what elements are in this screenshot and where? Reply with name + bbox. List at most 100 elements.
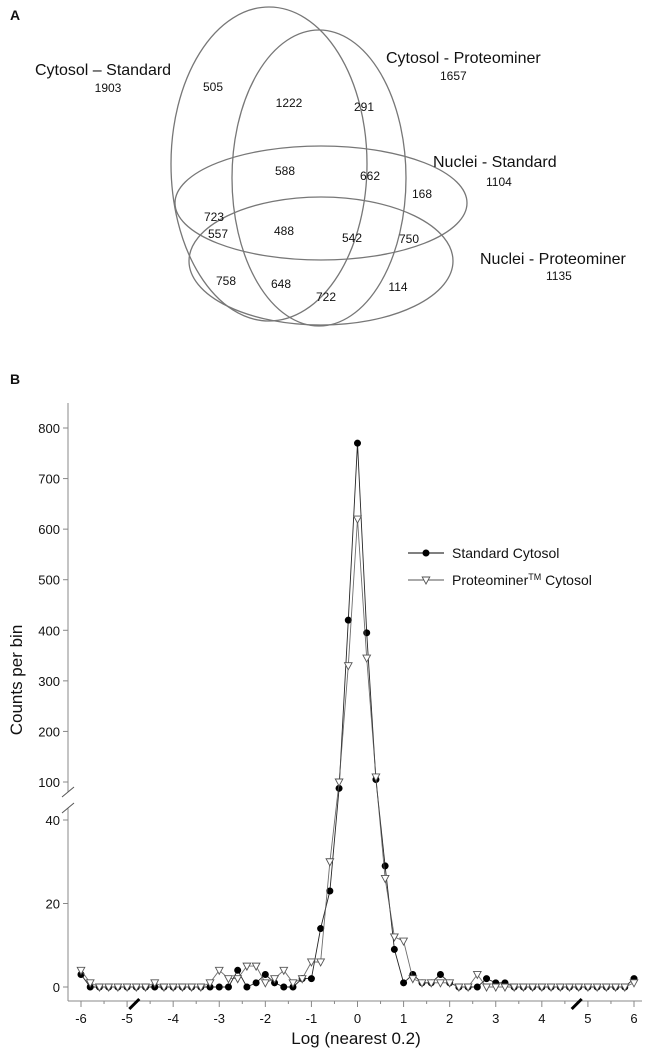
panel-b-letter: B xyxy=(10,371,20,387)
data-point xyxy=(150,979,160,988)
data-point xyxy=(481,983,492,992)
data-point xyxy=(518,983,528,992)
set-name-cytosol-standard: Cytosol – Standard xyxy=(35,62,171,79)
x-tick-label: -3 xyxy=(213,1011,225,1026)
data-point xyxy=(140,983,151,992)
y-tick-label: 0 xyxy=(53,980,60,995)
data-point xyxy=(417,979,427,988)
data-point xyxy=(288,979,298,988)
data-point xyxy=(390,945,398,953)
panel-a: A Cytosol – Standard 1903 Cytosol - Prot… xyxy=(10,6,627,327)
x-tick-label: -5 xyxy=(121,1011,133,1026)
panel-a-letter: A xyxy=(10,7,20,23)
region-count-ns-only: 168 xyxy=(412,187,432,201)
set-total-nuclei-standard: 1104 xyxy=(486,175,512,189)
panel-b: B 02040100200300400500600700800-6-5-4-3-… xyxy=(7,371,642,1048)
data-point xyxy=(472,971,482,980)
data-point xyxy=(583,983,593,992)
data-point xyxy=(187,983,197,992)
data-point xyxy=(234,966,242,974)
data-point xyxy=(555,983,565,992)
data-point xyxy=(592,983,602,992)
data-point xyxy=(280,983,288,991)
region-count-ns-np: 750 xyxy=(399,232,419,246)
data-point xyxy=(113,983,123,992)
data-point xyxy=(242,962,252,972)
region-count-cp-only: 291 xyxy=(354,100,374,114)
data-point xyxy=(269,975,280,984)
data-point xyxy=(260,979,270,988)
x-tick-label: -1 xyxy=(306,1011,318,1026)
y-tick-label: 40 xyxy=(46,813,60,828)
region-count-cp-np: 722 xyxy=(316,290,336,304)
data-point xyxy=(381,862,389,870)
data-point xyxy=(261,970,269,978)
data-point xyxy=(205,979,215,988)
data-point xyxy=(400,979,408,987)
data-point xyxy=(326,887,334,895)
x-tick-label: 1 xyxy=(400,1011,407,1026)
data-point xyxy=(436,970,444,978)
y-tick-label: 100 xyxy=(38,775,60,790)
y-tick-label: 200 xyxy=(38,724,60,739)
data-point xyxy=(629,979,639,988)
data-point xyxy=(131,983,141,992)
data-point xyxy=(408,975,418,984)
x-axis-break-mark xyxy=(570,997,583,1011)
data-point xyxy=(483,975,491,983)
y-tick-label: 600 xyxy=(38,522,60,537)
data-point xyxy=(491,983,501,992)
data-point xyxy=(537,983,547,992)
data-point xyxy=(215,983,223,991)
data-point xyxy=(243,983,251,991)
x-tick-label: -6 xyxy=(75,1011,87,1026)
y-axis-title: Counts per bin xyxy=(7,625,26,736)
y-tick-label: 500 xyxy=(38,573,60,588)
y-tick-label: 800 xyxy=(38,421,60,436)
set-total-cytosol-proteominer: 1657 xyxy=(440,69,467,83)
data-point xyxy=(528,983,538,992)
legend-marker xyxy=(421,576,431,585)
data-point xyxy=(223,975,234,984)
region-count-cp-ns-np: 542 xyxy=(342,231,362,245)
data-point xyxy=(94,983,104,992)
legend-label: Standard Cytosol xyxy=(452,545,559,561)
region-count-cs-cp-np: 648 xyxy=(271,277,291,291)
set-total-nuclei-proteominer: 1135 xyxy=(546,269,572,283)
data-point xyxy=(352,515,363,524)
y-tick-label: 700 xyxy=(38,472,60,487)
y-axis-break-mark xyxy=(61,786,75,798)
x-tick-label: -4 xyxy=(167,1011,179,1026)
x-tick-label: 4 xyxy=(538,1011,545,1026)
region-count-cs-only: 505 xyxy=(203,80,223,94)
data-point xyxy=(611,983,621,992)
data-point xyxy=(196,983,206,992)
data-point xyxy=(454,983,464,992)
x-tick-label: 0 xyxy=(354,1011,361,1026)
data-point xyxy=(463,983,473,992)
data-point xyxy=(620,983,630,992)
data-point xyxy=(177,983,187,992)
x-axis-break-mark xyxy=(128,997,141,1011)
data-point xyxy=(297,975,307,984)
data-point xyxy=(122,983,132,992)
legend-marker xyxy=(422,549,430,557)
data-point xyxy=(344,616,352,624)
data-point xyxy=(251,962,261,972)
data-point xyxy=(509,983,519,992)
set-name-cytosol-proteominer: Cytosol - Proteominer xyxy=(386,50,541,67)
data-point xyxy=(353,439,361,447)
data-point xyxy=(279,966,289,976)
line-chart: 02040100200300400500600700800-6-5-4-3-2-… xyxy=(7,403,642,1048)
region-count-cs-ns-np: 557 xyxy=(208,227,228,241)
region-count-cs-cp: 1222 xyxy=(276,96,303,110)
y-axis-break-mark xyxy=(61,802,75,814)
series-line xyxy=(80,518,635,988)
data-point xyxy=(362,654,372,664)
x-tick-label: -2 xyxy=(260,1011,272,1026)
data-point xyxy=(325,858,335,867)
set-name-nuclei-proteominer: Nuclei - Proteominer xyxy=(480,251,627,268)
set-name-nuclei-standard: Nuclei - Standard xyxy=(433,154,557,171)
data-point xyxy=(306,958,316,967)
